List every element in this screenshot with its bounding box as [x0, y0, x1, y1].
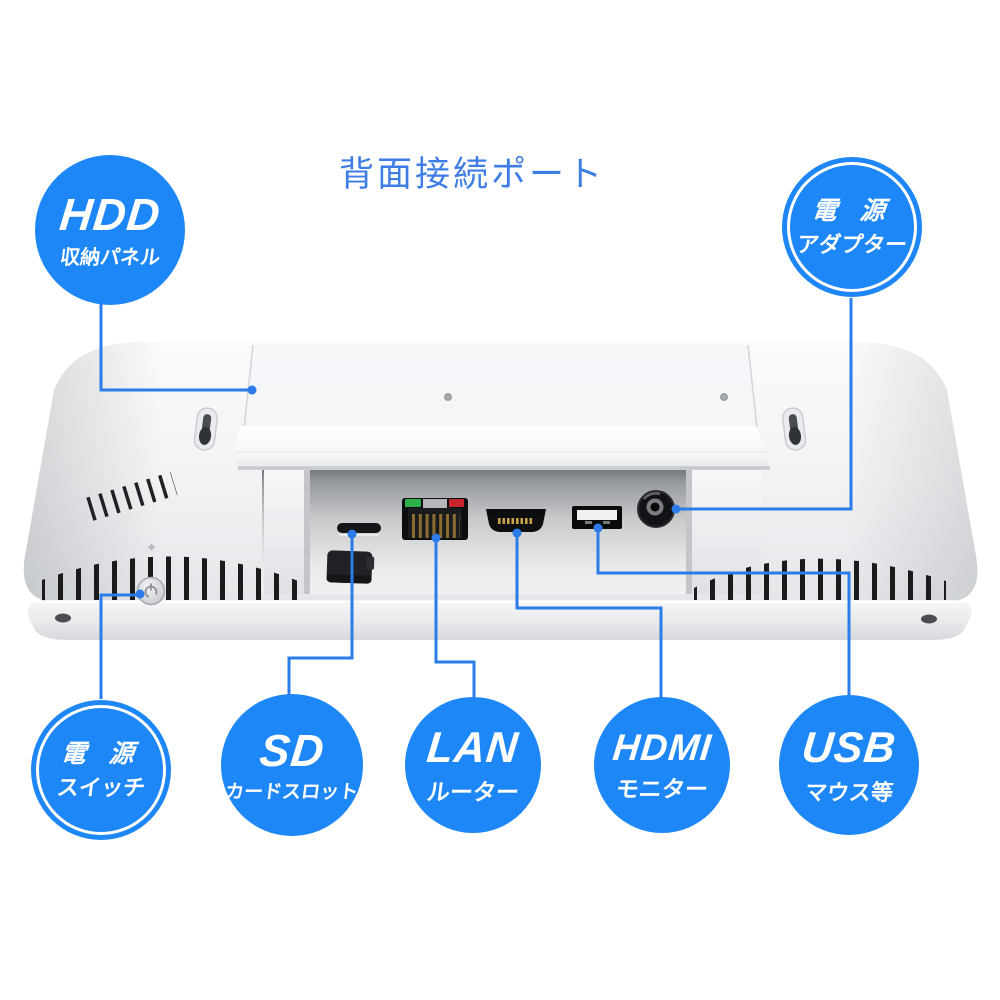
page-title: 背面接続ポート: [338, 155, 605, 194]
leader-usb: [596, 528, 851, 696]
label-sd-title: SD: [257, 724, 327, 776]
label-power-adapter: 電 源 アダプター: [782, 157, 922, 297]
label-power-switch-title: 電 源: [59, 739, 143, 768]
stand-arm-left: [264, 466, 310, 594]
power-button: [136, 543, 166, 606]
label-usb-title: USB: [799, 724, 899, 773]
stand-plate: [234, 426, 770, 470]
panel-screw: [444, 393, 452, 401]
sd-card-slot: [337, 523, 381, 536]
label-sd-subtitle: カードスロット: [224, 782, 360, 804]
label-hdd-subtitle: 収納パネル: [58, 246, 162, 269]
leader-sd: [287, 534, 354, 695]
lan-port: [402, 498, 468, 540]
label-lan-port: LAN ルーター: [405, 697, 541, 833]
body-left-shading: [23, 342, 161, 602]
label-hdd-title: HDD: [57, 189, 163, 241]
label-power-switch: 電 源 スイッチ: [31, 700, 171, 840]
lan-led-red: [449, 499, 464, 507]
label-hdmi-subtitle: モニター: [614, 775, 710, 802]
leader-lines: [99, 298, 853, 699]
leader-hdd: [99, 303, 252, 392]
base-notch: [55, 613, 71, 623]
panel-screw: [720, 393, 728, 401]
label-lan-subtitle: ルーター: [425, 779, 521, 805]
leader-dots: [135, 385, 681, 599]
keyhole-mount-left: [193, 407, 218, 451]
hdd-panel: [243, 344, 758, 429]
lan-led-green: [405, 499, 421, 507]
lan-metal-latch: [423, 499, 447, 508]
usb-port: [572, 506, 622, 529]
label-sd-card-slot: SD カードスロット: [221, 694, 363, 836]
keyhole-mount-right: [782, 407, 807, 451]
hdmi-port: [486, 509, 546, 532]
label-lan-title: LAN: [424, 723, 522, 772]
leader-hdmi: [515, 533, 663, 698]
label-usb-subtitle: マウス等: [803, 779, 895, 805]
label-power-switch-subtitle: スイッチ: [55, 775, 147, 801]
vent-slits-upper-left: [86, 472, 178, 521]
dc-power-jack: [637, 490, 675, 528]
usb-dongle: [326, 550, 375, 584]
body-right-shading: [845, 342, 978, 602]
label-power-adapter-subtitle: アダプター: [795, 232, 909, 258]
base-notch: [921, 614, 937, 624]
leader-lan: [434, 538, 476, 698]
leader-power-adapter: [678, 298, 853, 511]
leader-power-switch: [99, 593, 140, 699]
power-symbol-icon: [144, 583, 158, 599]
label-hdd-panel: HDD 収納パネル: [35, 155, 185, 305]
label-hdmi-port: HDMI モニター: [594, 697, 730, 833]
label-power-adapter-title: 電 源: [810, 196, 894, 225]
label-hdmi-title: HDMI: [610, 727, 714, 768]
bottom-base: [27, 600, 972, 640]
label-usb-port: USB マウス等: [779, 695, 919, 835]
